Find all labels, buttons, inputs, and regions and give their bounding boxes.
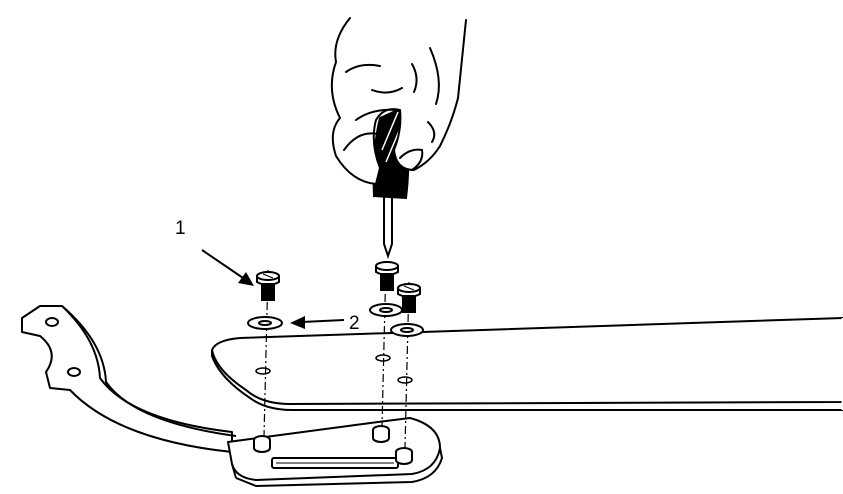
panel-holes xyxy=(255,354,413,384)
bracket-end-hole xyxy=(67,367,81,377)
screw xyxy=(375,261,399,291)
hand-icon xyxy=(330,17,467,185)
washer xyxy=(390,323,424,337)
base-bosses xyxy=(253,425,413,465)
screw xyxy=(397,283,421,313)
panel-thickness xyxy=(211,350,843,411)
arrow-head-1 xyxy=(238,272,254,286)
bracket-arm-edge xyxy=(61,305,237,437)
screw xyxy=(256,271,280,301)
callout-label-2: 2 xyxy=(349,313,360,334)
callout-label-1: 1 xyxy=(175,218,186,239)
washer xyxy=(247,316,283,330)
callout-1: 1 xyxy=(175,218,254,286)
washers xyxy=(247,303,424,337)
arrow-head-2 xyxy=(290,316,305,329)
washer xyxy=(369,303,403,317)
screws xyxy=(256,261,421,313)
bracket-base-plate-side xyxy=(231,447,443,487)
panel-top-face xyxy=(211,317,843,405)
bracket-end-hole xyxy=(45,317,59,327)
callout-2: 2 xyxy=(290,313,360,334)
flat-panel xyxy=(211,317,843,411)
